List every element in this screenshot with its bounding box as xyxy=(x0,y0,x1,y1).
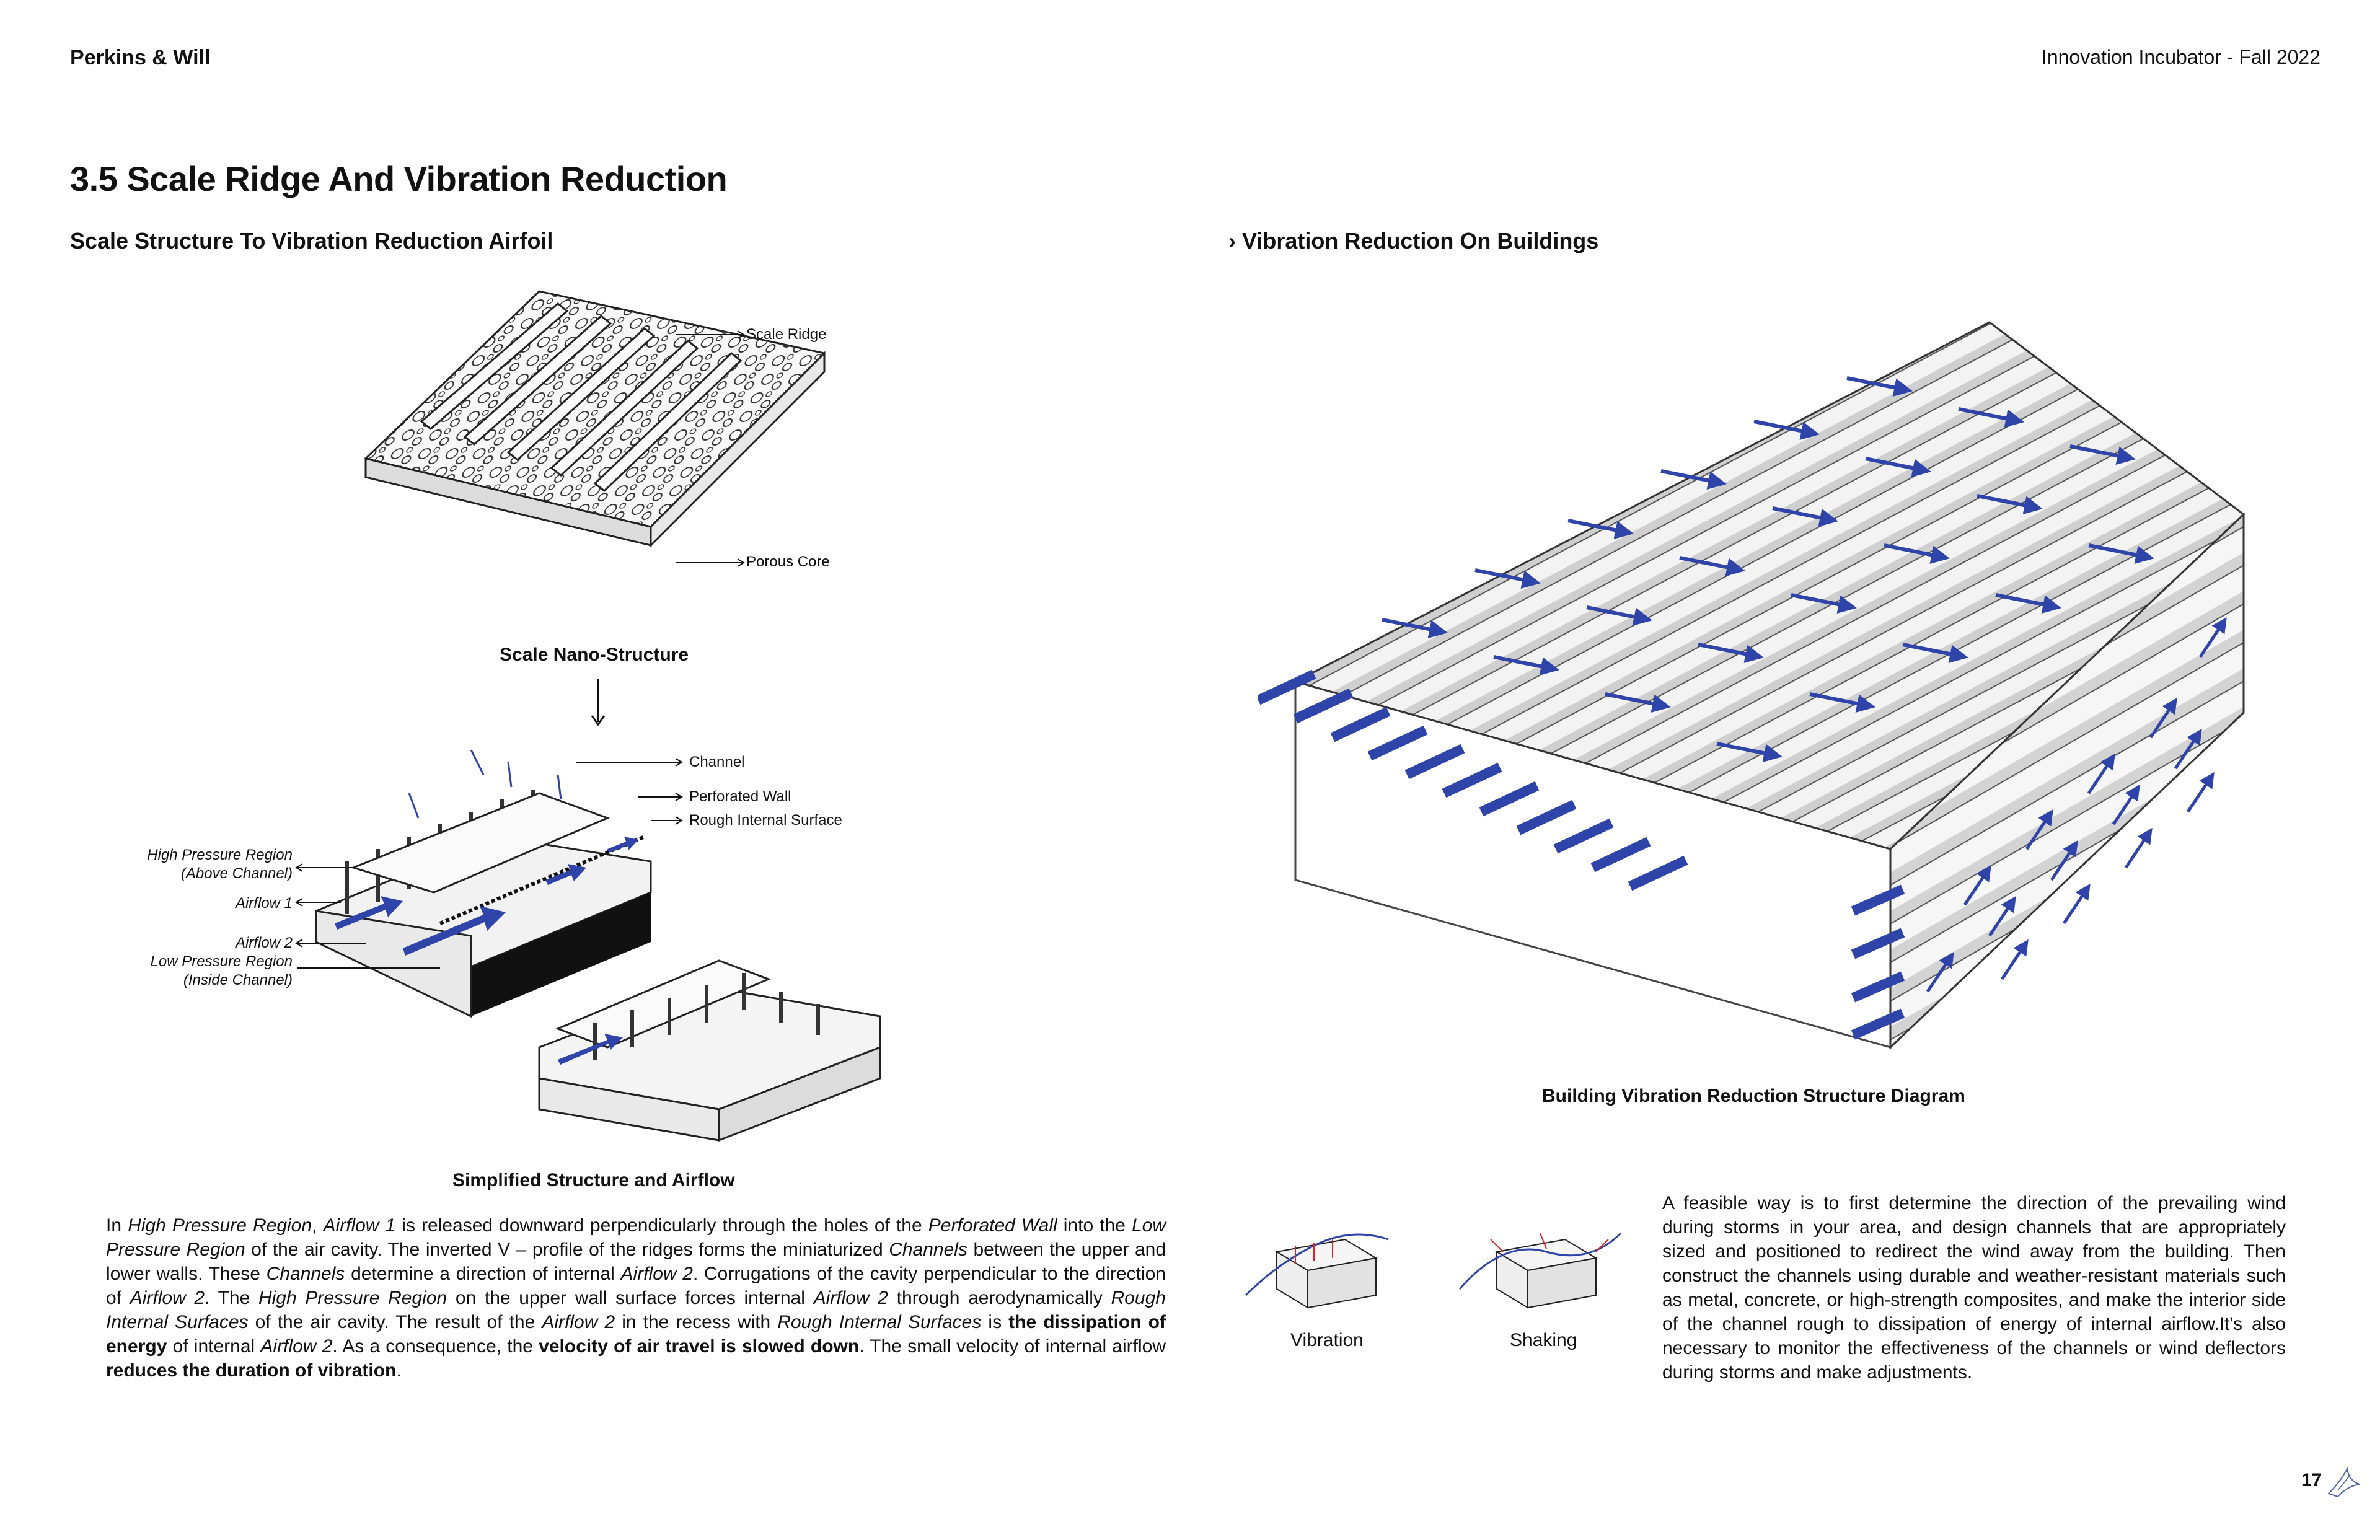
header-project: Innovation Incubator - Fall 2022 xyxy=(2041,46,2320,68)
header-brand: Perkins & Will xyxy=(70,46,211,69)
simplified-caption: Simplified Structure and Airflow xyxy=(452,1170,735,1190)
building-caption: Building Vibration Reduction Structure D… xyxy=(1542,1086,1965,1106)
left-subtitle: Scale Structure To Vibration Reduction A… xyxy=(70,228,553,253)
simplified-structure-illustration xyxy=(315,749,881,1142)
shaking-label: Shaking xyxy=(1510,1330,1577,1350)
body-text-right: A feasible way is to first determine the… xyxy=(1662,1193,2286,1383)
label-low-pressure: Low Pressure Region xyxy=(150,953,293,970)
label-airflow-2: Airflow 2 xyxy=(235,935,293,951)
leader-lines-nano xyxy=(676,330,745,567)
label-high-pressure-sub: (Above Channel) xyxy=(180,865,293,882)
nano-caption: Scale Nano-Structure xyxy=(500,645,689,665)
shaking-diagram xyxy=(1458,1232,1622,1309)
leader-lines-simplified xyxy=(295,758,683,969)
nano-structure-illustration xyxy=(363,290,827,548)
building-structure-illustration xyxy=(1258,321,2246,1050)
vibration-diagram xyxy=(1245,1233,1389,1309)
bird-logo-icon xyxy=(2327,1466,2360,1498)
vibration-label: Vibration xyxy=(1290,1330,1364,1350)
label-perforated-wall: Perforated Wall xyxy=(689,788,791,805)
label-high-pressure: High Pressure Region xyxy=(147,847,293,863)
label-rough-surface: Rough Internal Surface xyxy=(689,812,842,829)
label-porous-core: Porous Core xyxy=(746,553,830,570)
label-airflow-1: Airflow 1 xyxy=(235,895,293,912)
down-arrow-icon xyxy=(591,679,606,726)
label-low-pressure-sub: (Inside Channel) xyxy=(183,972,293,988)
label-scale-ridge: Scale Ridge xyxy=(746,326,827,343)
page-title: 3.5 Scale Ridge And Vibration Reduction xyxy=(70,159,728,198)
body-text-left: In High Pressure Region, Airflow 1 is re… xyxy=(106,1215,1166,1381)
page-number: 17 xyxy=(2301,1470,2322,1490)
right-subtitle: › Vibration Reduction On Buildings xyxy=(1228,228,1599,253)
label-channel: Channel xyxy=(689,754,745,770)
